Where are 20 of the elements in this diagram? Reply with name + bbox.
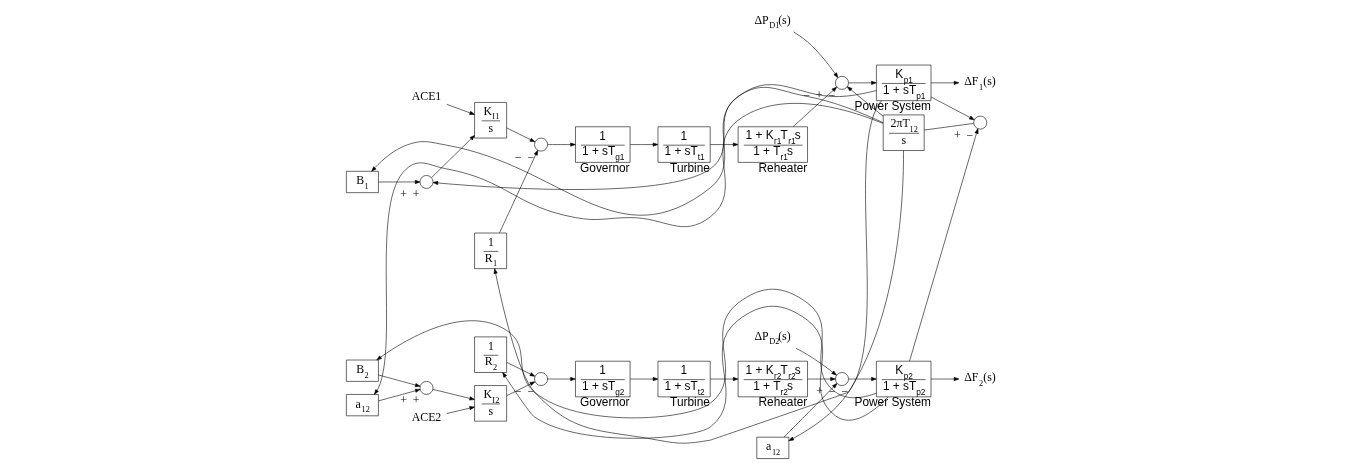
node-label: − − <box>514 384 535 399</box>
node-text: ΔF$_{2}$(s) <box>964 370 996 388</box>
node-label: − + − <box>803 87 836 102</box>
node-label: + + <box>400 392 420 407</box>
node-text: ACE1 <box>411 89 442 104</box>
node-text: ΔF$_{1}$(s) <box>964 74 996 92</box>
node-label: Turbine <box>670 395 710 410</box>
node-label: Reheater <box>758 395 808 410</box>
node-text: ΔP$_{D1}$(s) <box>754 12 791 30</box>
node-label: − − <box>514 149 535 164</box>
node-text: ACE2 <box>411 410 442 425</box>
node-label: Power System <box>854 395 931 410</box>
node-label: + − − <box>816 384 849 399</box>
node-label: + + <box>400 187 420 201</box>
node-label: Governor <box>580 395 630 410</box>
node-label: Power System <box>854 99 931 114</box>
node-label: + − <box>953 127 974 142</box>
node-text: ΔP$_{D2}$(s) <box>754 328 791 347</box>
node-label: Reheater <box>758 160 808 175</box>
node-label: Turbine <box>670 160 710 175</box>
